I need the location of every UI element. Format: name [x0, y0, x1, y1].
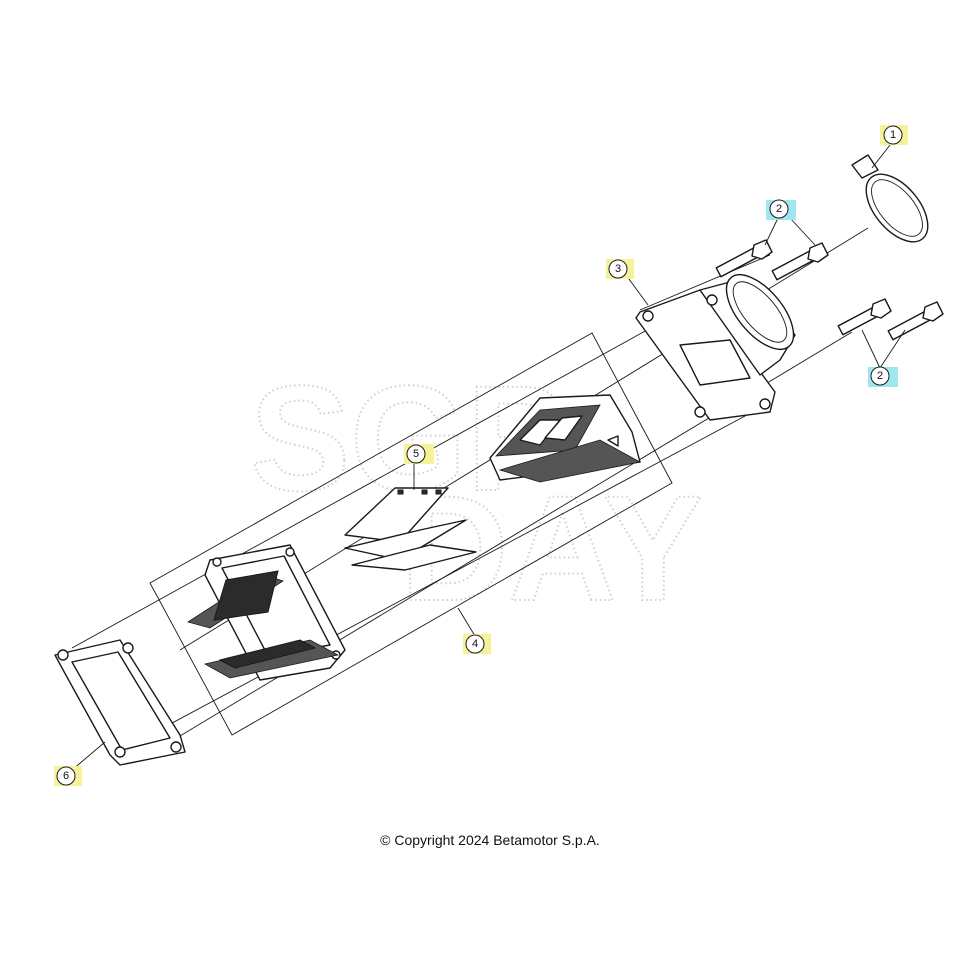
- callout-6-label: 6: [63, 770, 69, 782]
- callout-5: 5: [404, 444, 434, 464]
- leader-lines: [71, 144, 906, 771]
- callout-4-label: 4: [472, 638, 478, 650]
- reed-cage: [489, 394, 642, 483]
- screws-upper: [715, 239, 829, 281]
- callout-2-lower: 2: [868, 366, 898, 387]
- callout-6: 6: [54, 766, 82, 786]
- reed-petals: [344, 487, 477, 571]
- reed-block-body: [187, 544, 346, 681]
- callout-3-label: 3: [615, 263, 621, 275]
- reed-block-assembly-frame: [149, 332, 673, 736]
- copyright-notice: © Copyright 2024 Betamotor S.p.A.: [380, 832, 600, 848]
- screws-lower: [837, 298, 944, 341]
- watermark: SGP DAY: [249, 353, 704, 633]
- callout-4: 4: [463, 634, 491, 654]
- callout-2-upper-label: 2: [776, 203, 782, 215]
- intake-gasket: [54, 639, 186, 766]
- callout-1: 1: [880, 125, 908, 145]
- callout-2-upper: 2: [766, 199, 796, 220]
- hose-clamp: [851, 154, 929, 243]
- intake-manifold: [635, 274, 796, 421]
- callout-3: 3: [606, 259, 634, 279]
- callout-1-label: 1: [890, 129, 896, 141]
- callout-2-lower-label: 2: [877, 370, 883, 382]
- callout-5-label: 5: [413, 448, 419, 460]
